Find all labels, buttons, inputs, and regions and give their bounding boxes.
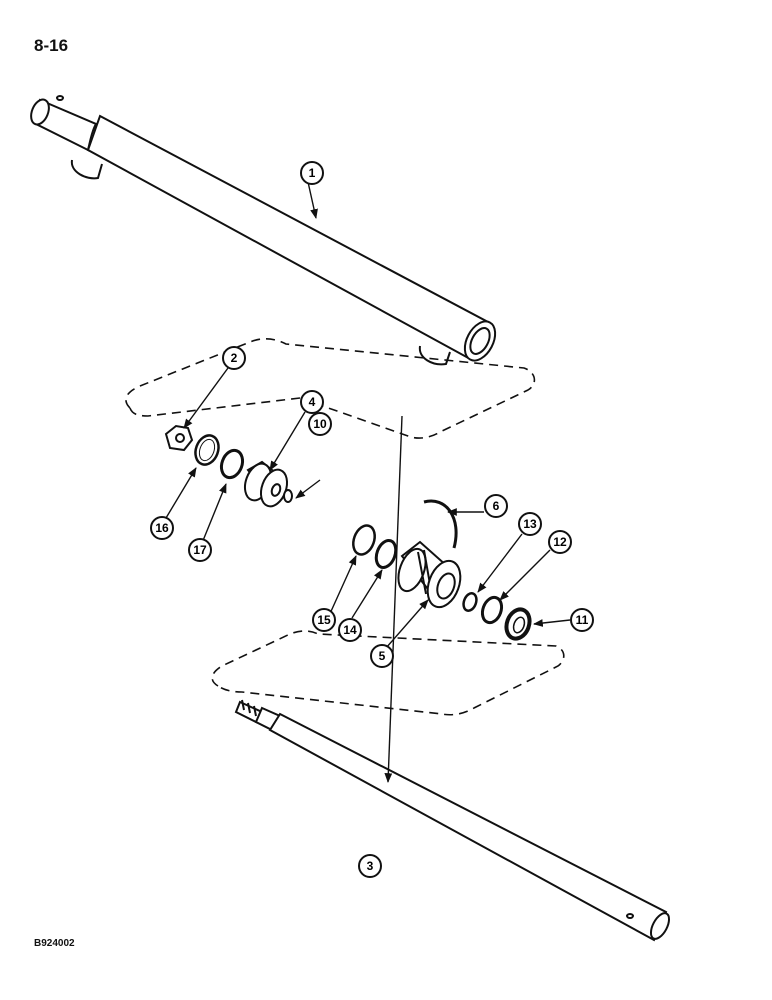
seal-ring-16 bbox=[194, 434, 220, 466]
callout-10: 10 bbox=[308, 412, 332, 436]
svg-text:4: 4 bbox=[309, 395, 316, 409]
callout-12: 12 bbox=[548, 530, 572, 554]
callout-3: 3 bbox=[358, 854, 382, 878]
group-outline-piston bbox=[125, 338, 536, 439]
piston-rod bbox=[234, 699, 671, 942]
callout-2: 2 bbox=[222, 346, 246, 370]
callout-17: 17 bbox=[188, 538, 212, 562]
page-number: 8-16 bbox=[34, 36, 69, 55]
svg-text:13: 13 bbox=[523, 517, 537, 531]
callout-6: 6 bbox=[484, 494, 508, 518]
callout-14: 14 bbox=[338, 618, 362, 642]
seal-ring-15 bbox=[352, 524, 376, 556]
svg-text:10: 10 bbox=[313, 417, 327, 431]
callout-1: 1 bbox=[300, 161, 324, 185]
wiper-seal bbox=[504, 607, 532, 641]
seal-ring-12 bbox=[480, 595, 504, 625]
seal-ring-17 bbox=[219, 448, 245, 480]
cylinder-barrel bbox=[30, 95, 497, 366]
svg-text:12: 12 bbox=[553, 535, 567, 549]
callout-11: 11 bbox=[570, 608, 594, 632]
seal-ring-14 bbox=[374, 538, 398, 570]
svg-text:1: 1 bbox=[309, 166, 316, 180]
group-outline-gland bbox=[211, 630, 565, 716]
svg-text:6: 6 bbox=[493, 499, 500, 513]
callout-15: 15 bbox=[312, 608, 336, 632]
retaining-wire bbox=[423, 499, 458, 549]
drawing-code: B924002 bbox=[34, 938, 75, 949]
callout-5: 5 bbox=[370, 644, 394, 668]
seal-ring-13 bbox=[462, 592, 478, 612]
callout-13: 13 bbox=[518, 512, 542, 536]
leader-lines bbox=[165, 181, 571, 783]
gland bbox=[397, 540, 462, 609]
svg-text:3: 3 bbox=[367, 859, 374, 873]
svg-text:2: 2 bbox=[231, 351, 238, 365]
svg-text:17: 17 bbox=[193, 543, 207, 557]
svg-text:14: 14 bbox=[343, 623, 357, 637]
callout-4: 4 bbox=[300, 390, 324, 414]
svg-text:11: 11 bbox=[576, 613, 589, 627]
callout-16: 16 bbox=[150, 516, 174, 540]
piston-nut bbox=[164, 424, 194, 452]
piston bbox=[243, 460, 289, 508]
svg-text:16: 16 bbox=[155, 521, 169, 535]
o-ring-10 bbox=[283, 489, 293, 503]
svg-text:15: 15 bbox=[317, 613, 331, 627]
svg-text:5: 5 bbox=[379, 649, 386, 663]
